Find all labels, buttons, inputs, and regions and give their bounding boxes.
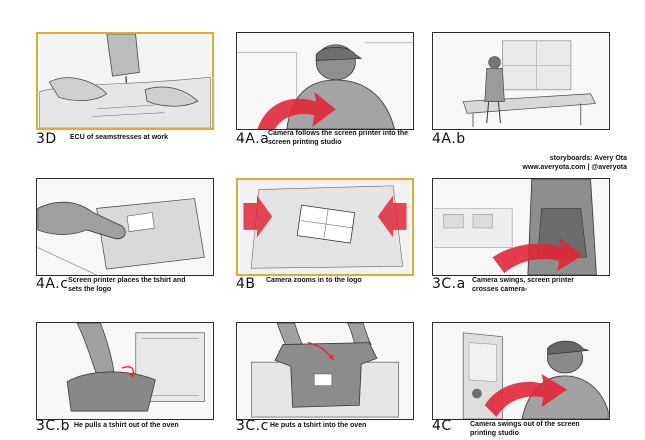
storyboard-panel-4b [236, 178, 414, 276]
storyboard-panel-3c-b [36, 322, 214, 420]
printer-crossing-sketch [433, 179, 609, 275]
zoom-arrow-left-icon [243, 195, 273, 238]
caption-4c: Camera swings out of the screen printing… [470, 420, 620, 438]
shot-id-3c-a: 3C.a [432, 276, 466, 292]
camera-arrow-icon [492, 237, 583, 274]
caption-3c-a-line-1: Camera swings, screen printer [472, 277, 574, 284]
caption-3d: ECU of seamstresses at work [70, 133, 220, 142]
shot-id-4a-a: 4A.a [236, 131, 270, 147]
storyboard-panel-4a-b [432, 32, 610, 130]
storyboard-panel-4c [432, 322, 610, 420]
caption-3c-c: He puts a tshirt into the oven [270, 421, 420, 430]
hand-on-press-sketch [37, 179, 213, 275]
credit-author: storyboards: Avery Ota [549, 155, 627, 162]
caption-3c-b: He pulls a tshirt out of the oven [74, 421, 224, 430]
caption-4c-line-2: printing studio [470, 430, 519, 437]
sewing-machine-sketch [39, 34, 211, 128]
caption-3d-line-1: ECU of seamstresses at work [70, 134, 169, 141]
caption-3c-c-line-1: He puts a tshirt into the oven [270, 422, 367, 429]
zoom-arrow-right-icon [377, 195, 407, 238]
storyboard-panel-4a-a [236, 32, 414, 130]
caption-3c-a-line-2: crosses camera- [472, 286, 528, 293]
caption-4a-c-line-2: sets the logo [68, 286, 112, 293]
storyboard-credit: storyboards: Avery Ota www.averyota.com … [522, 154, 627, 172]
caption-4a-a-line-2: screen printing studio [268, 139, 342, 146]
storyboard-panel-3c-a [432, 178, 610, 276]
caption-3c-a: Camera swings, screen printer crosses ca… [472, 276, 622, 294]
shot-id-3c-b: 3C.b [36, 418, 71, 434]
caption-4a-a-line-1: Camera follows the screen printer into t… [268, 130, 409, 137]
motion-arrow-icon [328, 354, 334, 361]
storyboard-panel-3d [36, 32, 214, 130]
caption-4b-line-1: Camera zooms in to the logo [266, 277, 362, 284]
shot-id-4a-b: 4A.b [432, 131, 466, 147]
caption-4c-line-1: Camera swings out of the screen [470, 421, 580, 428]
camera-arrow-icon [484, 373, 568, 418]
caption-4b: Camera zooms in to the logo [266, 276, 416, 285]
caption-4a-c-line-1: Screen printer places the tshirt and [68, 277, 186, 284]
printer-at-table-sketch [433, 33, 609, 129]
motion-arrow-icon [128, 371, 135, 378]
printer-exiting-sketch [433, 323, 609, 419]
shot-id-3c-c: 3C.c [236, 418, 269, 434]
logo-closeup-sketch [239, 180, 411, 274]
shot-id-4c: 4C [432, 418, 452, 434]
putting-tshirt-sketch [237, 323, 413, 419]
camera-arrow-icon [257, 91, 336, 129]
caption-4a-c: Screen printer places the tshirt and set… [68, 276, 218, 294]
shot-id-3d: 3D [36, 131, 57, 147]
shot-id-4b: 4B [236, 276, 256, 292]
caption-3c-b-line-1: He pulls a tshirt out of the oven [74, 422, 179, 429]
caption-4a-a: Camera follows the screen printer into t… [268, 129, 418, 147]
shot-id-4a-c: 4A.c [36, 276, 69, 292]
credit-website: www.averyota.com | @averyota [522, 164, 627, 171]
pulling-tshirt-sketch [37, 323, 213, 419]
storyboard-panel-3c-c [236, 322, 414, 420]
printer-from-behind-sketch [237, 33, 413, 129]
storyboard-panel-4a-c [36, 178, 214, 276]
